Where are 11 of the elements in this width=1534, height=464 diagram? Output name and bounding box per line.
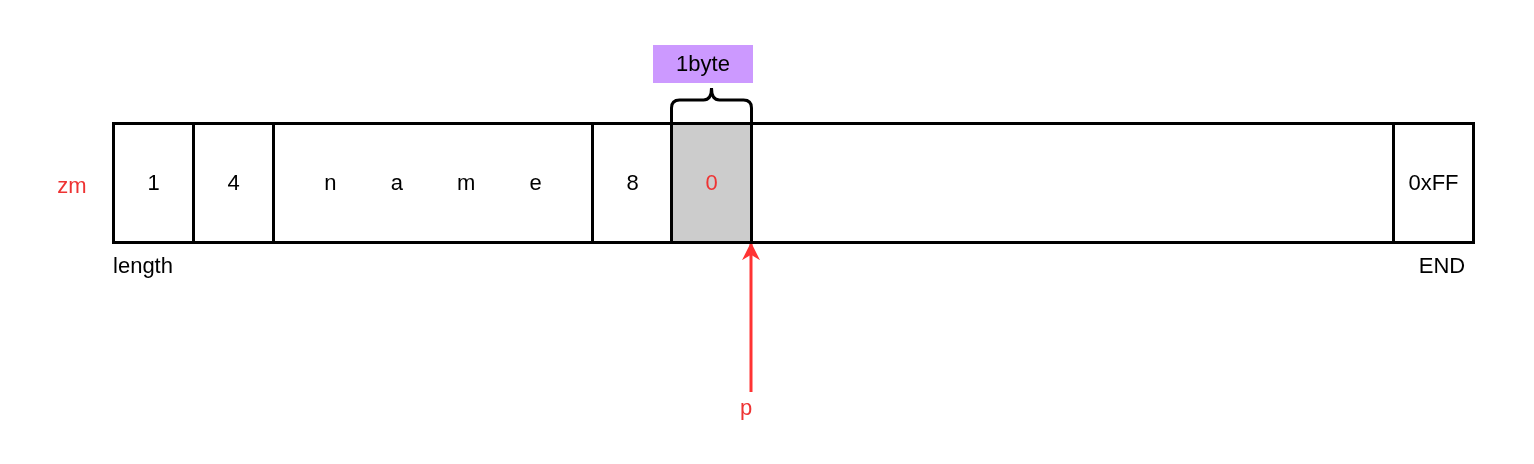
size-tag: 1byte xyxy=(653,45,753,83)
memory-cell: 4 xyxy=(192,122,275,244)
row-name: zm xyxy=(57,173,87,199)
field-label: length xyxy=(113,253,173,279)
memory-cell: 0 xyxy=(670,122,753,244)
pointer-label: p xyxy=(734,392,758,424)
field-label: END xyxy=(1418,253,1466,279)
memory-cell: 1 xyxy=(112,122,195,244)
arrow xyxy=(742,242,760,392)
memory-cell: n a m e xyxy=(272,122,594,244)
memory-cell: 0xFF xyxy=(1392,122,1475,244)
